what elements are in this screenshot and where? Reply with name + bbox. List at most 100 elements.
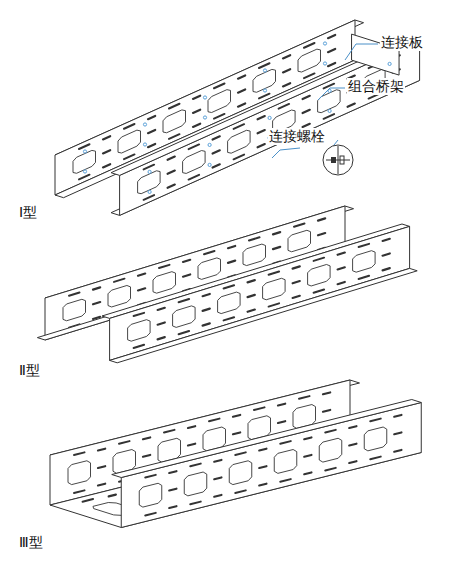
tray-slot [249, 237, 260, 240]
tray-slot [278, 421, 285, 423]
bolt-dot [263, 69, 266, 72]
tray-window [63, 299, 86, 320]
tray-slot [179, 299, 190, 302]
tray-slot [69, 292, 80, 295]
tray-window [118, 130, 141, 153]
type-label: Ⅰ型 [18, 204, 38, 221]
tray-slot [79, 175, 90, 180]
tray-slot [304, 43, 315, 48]
tray-slot [259, 484, 266, 486]
tray-slot [214, 477, 221, 479]
tray-window [243, 244, 266, 265]
tray-slot [383, 253, 390, 255]
tray-slot [293, 266, 300, 268]
bolt-dot [148, 190, 151, 193]
tray-slot [304, 455, 311, 457]
tray-slot [324, 114, 335, 119]
tray-slot [238, 75, 245, 78]
tray-slot [214, 495, 221, 497]
tray-slot [193, 96, 200, 99]
tray-slot [203, 294, 210, 296]
tray-window [138, 171, 161, 194]
tray-slot [203, 323, 210, 325]
tray-slot [124, 124, 135, 129]
tray-window [253, 69, 276, 92]
tray-window [68, 461, 91, 485]
tray-slot [273, 247, 280, 249]
tray-slot [349, 444, 356, 446]
tray-slot [214, 114, 225, 119]
tray-window [318, 90, 341, 113]
tray-slot [233, 415, 240, 417]
tray-slot [169, 104, 180, 109]
tray-window [184, 472, 207, 496]
tray-window [198, 258, 221, 279]
tray-slot [234, 124, 245, 129]
tray-slot [254, 407, 265, 410]
tray-slot [213, 164, 220, 167]
tray-slot [138, 288, 145, 290]
tray-slot [228, 246, 235, 248]
tray-slot [325, 430, 336, 433]
tray-slot [328, 63, 335, 66]
tray-slot [74, 490, 85, 493]
tray-window [229, 461, 252, 485]
tray-slot [299, 396, 310, 399]
tray-slot [159, 265, 170, 268]
tray-slot [74, 452, 85, 455]
type-label: Ⅱ型 [18, 362, 41, 379]
tray-slot [294, 223, 305, 226]
tray-slot [148, 130, 155, 133]
tray-slot [370, 457, 381, 460]
tray-slot [168, 157, 175, 160]
tray-slot [98, 484, 105, 486]
tray-face [110, 268, 418, 362]
tray-slot [124, 154, 135, 159]
tray-slot [183, 260, 190, 262]
tray-window [173, 306, 196, 327]
tray-slot [193, 110, 200, 113]
tray-slot [278, 404, 285, 406]
tray-slot [280, 479, 291, 482]
bolt-dot [268, 116, 271, 119]
tray-window [274, 450, 297, 474]
tray-slot [145, 475, 156, 478]
tray-slot [119, 441, 130, 444]
tray-slot [193, 124, 200, 127]
tray-slot [164, 430, 175, 433]
tray-slot [259, 63, 270, 68]
tray-slot [269, 303, 280, 306]
tray-slot [258, 116, 265, 119]
leader-line [318, 88, 345, 100]
bolt-inset [323, 145, 353, 175]
tray-slot [349, 426, 356, 428]
tray-slot [258, 130, 265, 133]
part-label: 连接板 [380, 34, 424, 51]
tray-slot [303, 96, 310, 99]
part-label: 组合桥架 [347, 78, 405, 95]
tray-window [353, 251, 376, 272]
tray-slot [293, 281, 300, 283]
tray-slot [168, 171, 175, 174]
tray-slot [273, 232, 280, 234]
bolt-dot [83, 170, 86, 173]
tray-slot [188, 444, 195, 446]
bolt-dot [323, 42, 326, 45]
tray-slot [235, 452, 246, 455]
bolt-dot [388, 62, 391, 65]
tray-slot [359, 244, 370, 247]
bolt-dot [83, 150, 86, 153]
tray-window [319, 438, 342, 462]
tray-slot [323, 410, 330, 412]
tray-slot [204, 251, 215, 254]
tray-slot [318, 233, 325, 235]
tray-slot [158, 337, 165, 339]
tray-slot [143, 437, 150, 439]
tray-slot [349, 461, 356, 463]
tray-face [110, 226, 410, 360]
tray-window [108, 285, 131, 306]
leader-line [272, 148, 300, 158]
tray-slot [238, 89, 245, 92]
tray-window [308, 264, 331, 285]
